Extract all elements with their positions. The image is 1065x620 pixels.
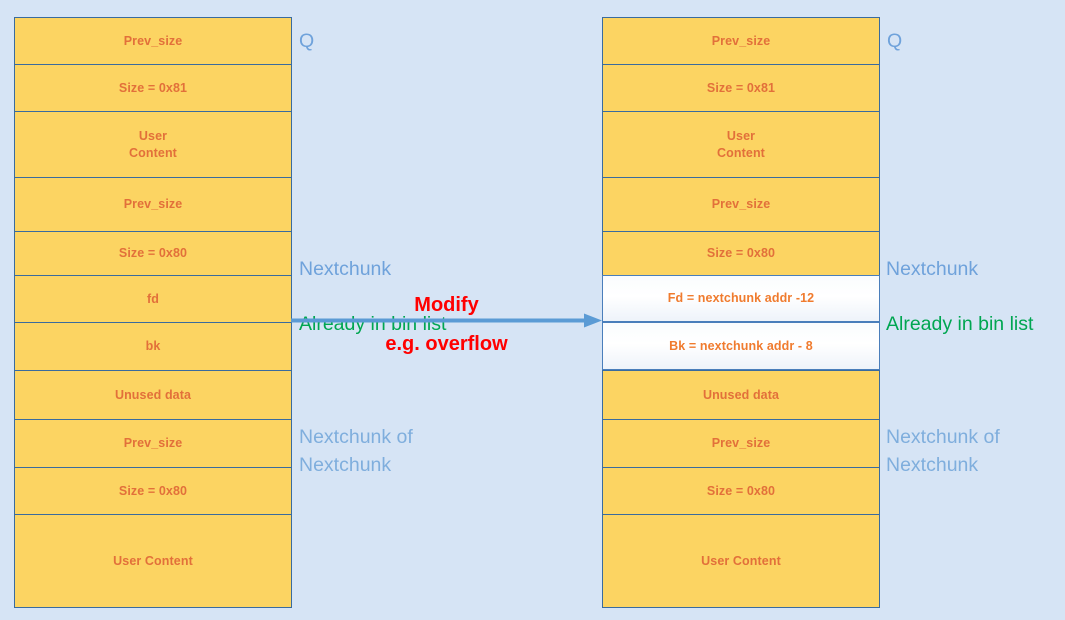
chunk-row-label: Prev_size [711,33,771,48]
chunk-row: Size = 0x80 [602,467,880,514]
chunk-row: Size = 0x81 [14,64,292,111]
chunk-row-highlighted: Bk = nextchunk addr - 8 [602,322,880,370]
label-overflow: e.g. overflow [385,333,508,355]
chunk-row-label: Prev_size [711,436,771,451]
chunk-row: Size = 0x81 [602,64,880,111]
chunk-row-label: Size = 0x80 [706,483,776,498]
chunk-row: Size = 0x80 [602,231,880,275]
chunk-row: fd [14,275,292,322]
chunk-row-label: Prev_size [123,436,183,451]
chunk-row: User Content [14,514,292,608]
chunk-row-label: Prev_size [711,197,771,212]
chunk-row-label: Size = 0x80 [118,246,188,261]
chunk-row-label: bk [145,339,161,354]
chunk-row: Prev_size [14,17,292,64]
chunk-row-label: Size = 0x81 [118,80,188,95]
chunk-row: Unused data [602,370,880,419]
label-nextchunk-right-title: Nextchunk [886,257,979,280]
arrow-right-icon [291,313,602,328]
label-q-left: Q [299,30,315,52]
chunk-row-label: Size = 0x81 [706,80,776,95]
chunk-row-label: Size = 0x80 [706,246,776,261]
chunk-row: Prev_size [14,419,292,467]
chunk-row-label: User Content [113,553,193,568]
chunk-row-label: Bk = nextchunk addr - 8 [669,338,813,353]
label-q-right: Q [887,30,903,52]
chunk-row-label: Size = 0x80 [118,483,188,498]
chunk-row: Size = 0x80 [14,467,292,514]
chunk-row: User Content [602,111,880,177]
chunk-row-label: User Content [701,553,781,568]
label-nextchunk-right: Nextchunk Already in bin list [886,228,1033,366]
label-nextchunk-of-nextchunk-right: Nextchunk of Nextchunk [886,426,1000,476]
chunk-row: User Content [14,111,292,177]
chunk-row: Prev_size [602,419,880,467]
chunk-row-label: fd [147,291,159,306]
chunk-row-label: Prev_size [123,33,183,48]
chunk-row: Prev_size [602,177,880,231]
chunk-row-label: User Content [129,128,177,160]
chunk-row-highlighted: Fd = nextchunk addr -12 [602,275,880,322]
chunk-row-label: Unused data [114,387,192,402]
chunk-row: User Content [602,514,880,608]
label-modify: Modify [414,294,479,316]
chunk-row: Prev_size [14,177,292,231]
label-nextchunk-left-title: Nextchunk [299,257,392,280]
chunk-row: Unused data [14,370,292,419]
chunk-row-label: Prev_size [123,197,183,212]
label-nextchunk-of-nextchunk-left: Nextchunk of Nextchunk [299,426,413,476]
modify-arrow [291,313,602,328]
label-already-in-bin-list-right: Already in bin list [886,313,1034,336]
chunk-row: Prev_size [602,17,880,64]
chunk-row-label: Unused data [702,387,780,402]
chunk-row: Size = 0x80 [14,231,292,275]
chunk-row-label: Fd = nextchunk addr -12 [667,291,815,306]
chunk-row: bk [14,322,292,370]
chunk-row-label: User Content [717,128,765,160]
